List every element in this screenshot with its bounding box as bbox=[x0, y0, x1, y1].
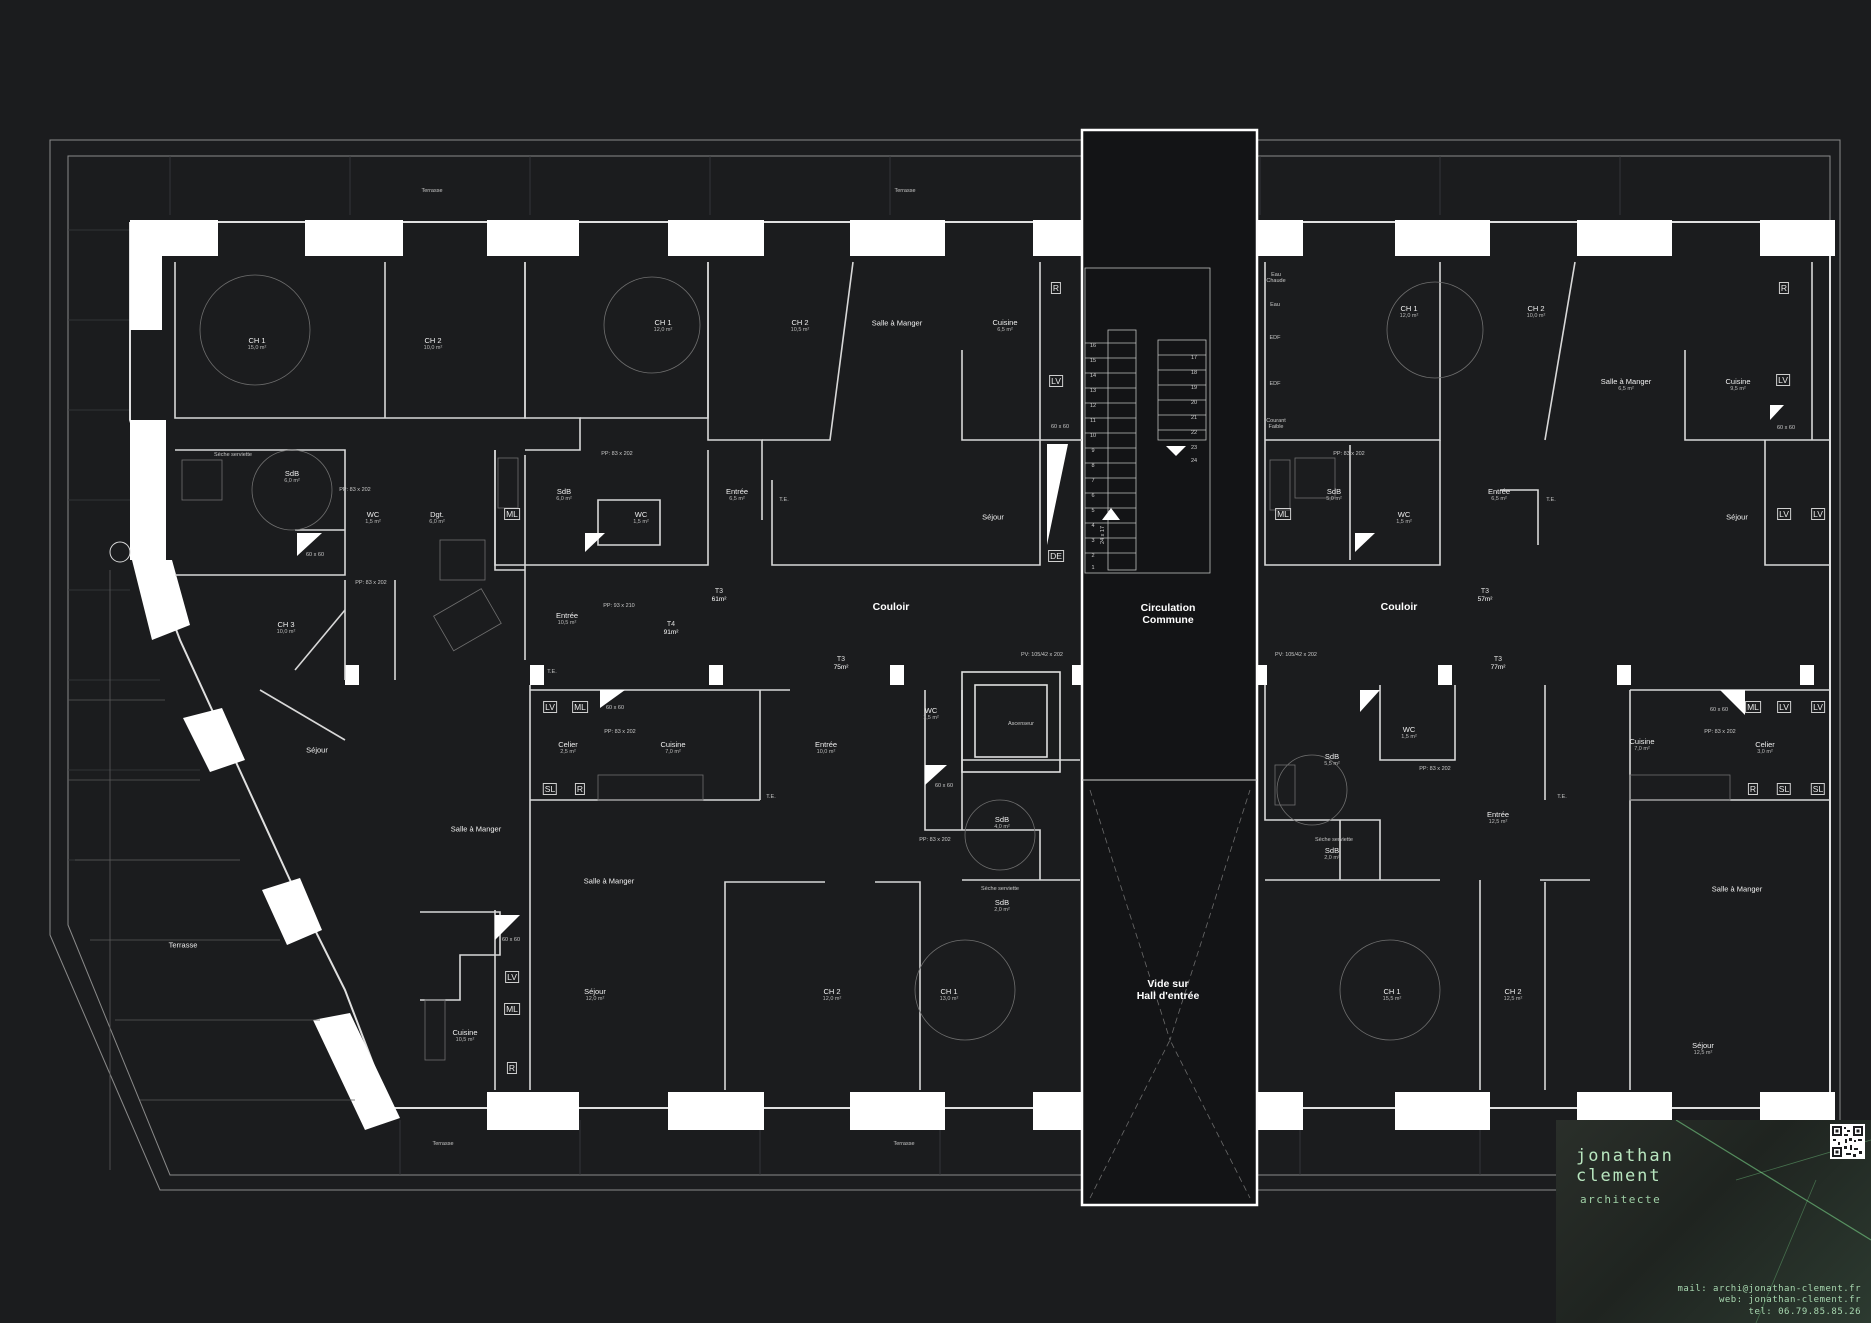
staircase bbox=[1084, 267, 1211, 574]
brand-mail[interactable]: mail: archi@jonathan-clement.fr bbox=[1677, 1284, 1861, 1294]
terrace-grid bbox=[68, 156, 1621, 1175]
brand-last-name: clement bbox=[1576, 1166, 1662, 1186]
north-east-apartment-walls bbox=[1264, 261, 1830, 566]
stair-arrow-down-icon bbox=[1166, 446, 1186, 456]
brand-role: architecte bbox=[1580, 1193, 1662, 1206]
stair-arrow-up-icon bbox=[1102, 508, 1120, 520]
fixtures-outlines bbox=[181, 274, 1731, 1061]
south-east-apartment-walls bbox=[1264, 685, 1830, 1090]
brand-tel[interactable]: tel: 06.79.85.85.26 bbox=[1748, 1307, 1861, 1317]
north-middle-apartment-walls bbox=[494, 261, 1082, 566]
elevator bbox=[961, 671, 1061, 773]
brand-first-name: jonathan bbox=[1576, 1146, 1674, 1166]
qr-code-icon[interactable] bbox=[1830, 1124, 1865, 1159]
architect-brand-panel: jonathan clement architecte mail: archi@… bbox=[1556, 1120, 1871, 1323]
gaine-technique-marks bbox=[297, 405, 1784, 940]
exterior-piers bbox=[130, 220, 1835, 1130]
south-middle-apartment-walls bbox=[529, 685, 1080, 1090]
parcel-outline bbox=[49, 139, 1841, 1191]
west-balcony bbox=[68, 570, 355, 1170]
brand-web[interactable]: web: jonathan-clement.fr bbox=[1718, 1295, 1861, 1305]
north-arrow-icon bbox=[109, 541, 131, 563]
central-core bbox=[1080, 128, 1259, 1207]
